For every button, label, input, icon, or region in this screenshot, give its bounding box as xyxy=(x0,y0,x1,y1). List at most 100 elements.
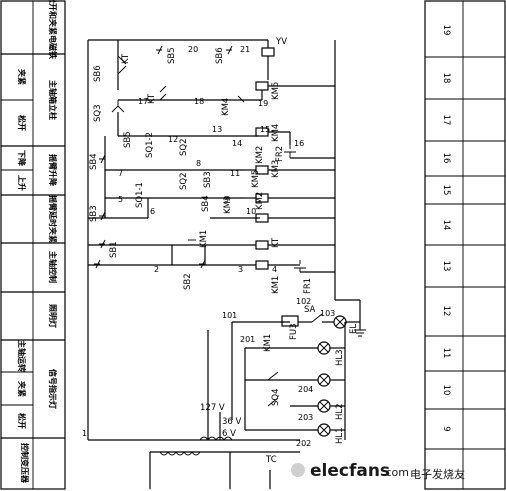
label-km4-coil: KM4 xyxy=(271,124,281,142)
node-3: 3 xyxy=(238,265,243,274)
label-hl1: HL1 xyxy=(335,427,345,444)
label-fu3: FU3 xyxy=(289,323,299,340)
node-10: 10 xyxy=(246,207,256,216)
label-127v: 127 V xyxy=(200,403,225,413)
watermark: elecfans .com 电子发烧友 xyxy=(291,461,465,481)
fu3-fuse xyxy=(281,315,299,327)
node-2: 2 xyxy=(154,265,159,274)
label-sb4-left: SB4 xyxy=(89,153,99,170)
right-column-strip: 19 18 17 16 15 14 13 12 11 10 9 xyxy=(424,0,506,490)
label-6v: 6 V xyxy=(222,429,236,439)
sub-arm-down: 下降 xyxy=(17,150,27,167)
column-11: 11 xyxy=(441,348,451,359)
column-17: 17 xyxy=(441,115,451,126)
label-sb1: SB1 xyxy=(109,241,119,258)
column-13: 13 xyxy=(441,261,451,272)
node-4: 4 xyxy=(272,265,277,274)
label-yv: YV xyxy=(275,37,287,47)
label-tc: TC xyxy=(265,455,277,465)
yv-coil xyxy=(261,47,275,57)
node-202: 202 xyxy=(296,439,311,448)
node-7: 7 xyxy=(118,169,123,178)
section-title-signal: 信号指示灯 xyxy=(48,369,58,409)
node-1: 1 xyxy=(82,429,87,438)
label-fr1: FR1 xyxy=(303,278,313,294)
label-sb5-top: SB5 xyxy=(167,47,177,64)
section-title-transformer: 控制变压器 xyxy=(20,443,30,484)
label-sq3: SQ3 xyxy=(93,105,103,123)
node-101: 101 xyxy=(222,311,237,320)
section-title-solenoid: 松开和夹紧电磁铁 xyxy=(48,0,58,59)
label-km3: KM3 xyxy=(271,160,281,178)
label-sb2: SB2 xyxy=(183,273,193,290)
section-title-spindle: 主轴控制 xyxy=(48,251,58,283)
label-sb5-mid: SB5 xyxy=(123,131,133,148)
label-sq2-lower: SQ2 xyxy=(179,173,189,191)
sub-arm-up: 上升 xyxy=(17,175,27,191)
node-18: 18 xyxy=(194,97,204,106)
label-km1-coil: KM1 xyxy=(271,276,281,294)
section-title-lighting: 照明灯 xyxy=(48,304,58,328)
left-function-table: 松开和夹紧电磁铁 主轴箱立柱 摇臂升降 摇臂延时夹紧 主轴控制 照明灯 信号指示… xyxy=(0,0,66,490)
label-sq1-1: SQ1-1 xyxy=(135,182,145,208)
label-km1-contact: KM1 xyxy=(199,230,209,248)
section-title-arm-delay: 摇臂延时夹紧 xyxy=(48,195,58,243)
km5-coil-top xyxy=(255,81,269,91)
node-204: 204 xyxy=(298,385,313,394)
watermark-dotcom: .com xyxy=(382,466,409,479)
label-sa: SA xyxy=(304,305,316,315)
wiring xyxy=(87,39,366,489)
km1-coil xyxy=(255,260,269,270)
node-6: 6 xyxy=(150,207,155,216)
sub-column-release: 松开 xyxy=(17,115,27,131)
node-16: 16 xyxy=(294,139,304,148)
column-14: 14 xyxy=(441,220,451,231)
node-103: 103 xyxy=(320,309,335,318)
node-12: 12 xyxy=(168,135,178,144)
component-labels: SB6 KT SB5 20 SB6 21 YV SQ3 17 KT 18 KM4… xyxy=(82,37,359,465)
node-5: 5 xyxy=(118,195,123,204)
label-sb4-mid: SB4 xyxy=(201,195,211,212)
node-14: 14 xyxy=(232,139,242,148)
watermark-cn: 电子发烧友 xyxy=(410,467,465,481)
node-203: 203 xyxy=(298,413,313,422)
label-hl2: HL2 xyxy=(335,403,345,420)
sub-column-clamp: 夹紧 xyxy=(17,69,27,85)
label-km5-lower: KM5 xyxy=(251,170,261,188)
column-19: 19 xyxy=(441,25,451,36)
node-13: 13 xyxy=(212,125,222,134)
kt-coil xyxy=(255,240,269,250)
label-sb3-left: SB3 xyxy=(89,205,99,222)
node-102: 102 xyxy=(296,297,311,306)
sub-signal-clamp: 夹紧 xyxy=(17,381,27,397)
label-kt-mid: KT xyxy=(147,93,157,104)
node-9: 9 xyxy=(224,195,229,204)
label-sb6-top: SB6 xyxy=(215,47,225,64)
node-17: 17 xyxy=(138,97,148,106)
section-title-arm-lift: 摇臂升降 xyxy=(48,154,58,187)
label-sq2-upper: SQ2 xyxy=(179,139,189,157)
column-18: 18 xyxy=(441,73,451,84)
sub-signal-release: 松开 xyxy=(17,413,27,429)
label-km1-signal: KM1 xyxy=(263,334,273,352)
label-km4-upper: KM4 xyxy=(221,98,231,116)
label-kt-top: KT xyxy=(121,53,131,64)
label-kt-coil: KT xyxy=(271,237,281,248)
node-8: 8 xyxy=(196,159,201,168)
label-km5-upper: KM5 xyxy=(271,82,281,100)
node-11: 11 xyxy=(230,169,240,178)
sub-signal-spindle: 主轴运转 xyxy=(17,340,27,372)
column-9: 9 xyxy=(441,426,451,431)
column-10: 10 xyxy=(441,385,451,396)
label-sb6-left: SB6 xyxy=(93,65,103,82)
label-36v: 36 V xyxy=(222,417,242,427)
label-fr2: FR2 xyxy=(275,146,285,162)
label-km3-lower: KM3 xyxy=(223,196,233,214)
column-15: 15 xyxy=(441,185,451,196)
watermark-logo-icon xyxy=(291,463,305,477)
node-201: 201 xyxy=(240,335,255,344)
label-km2-b: KM2 xyxy=(255,192,265,210)
column-16: 16 xyxy=(441,153,451,164)
node-21: 21 xyxy=(240,45,250,54)
